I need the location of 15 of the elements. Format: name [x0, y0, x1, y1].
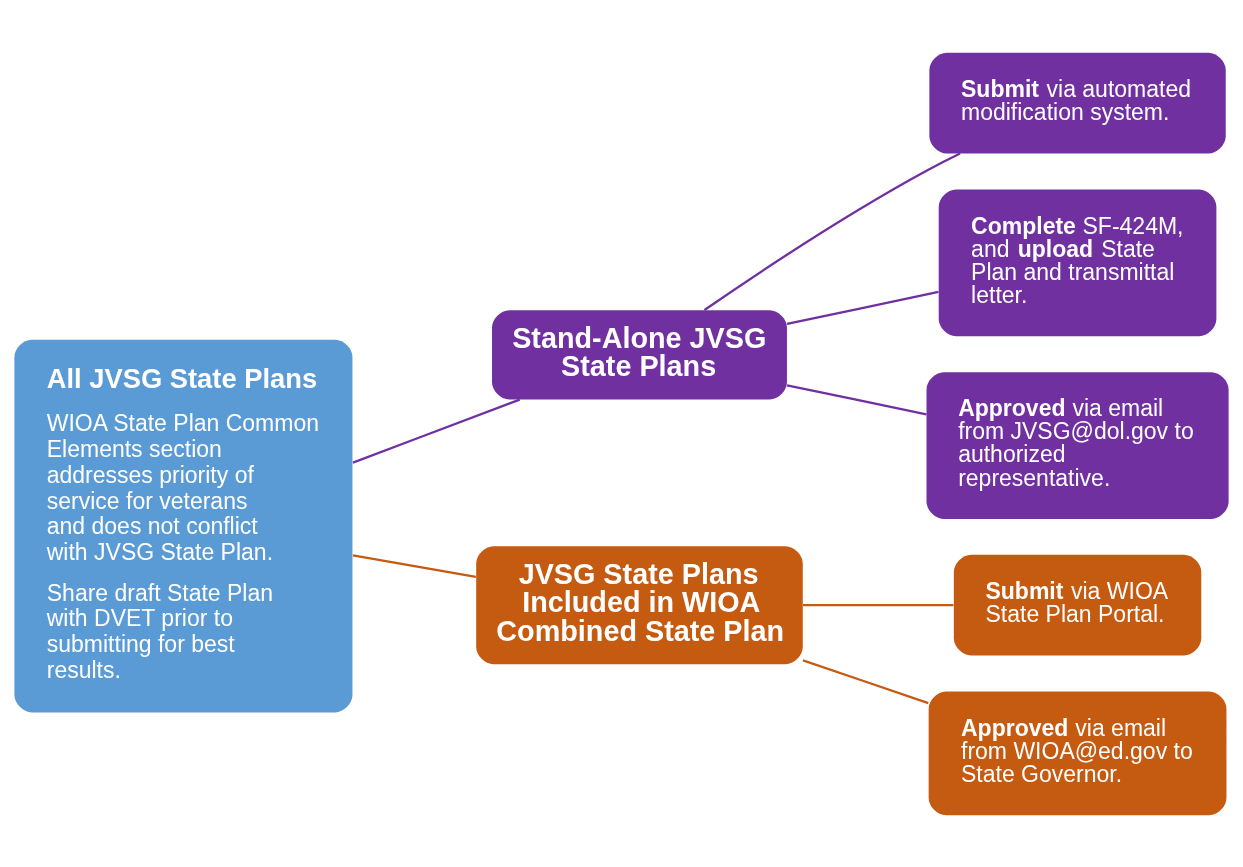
connector [802, 658, 929, 704]
connector [352, 553, 477, 578]
connector [703, 151, 961, 311]
connector [786, 290, 939, 325]
connector [352, 398, 521, 464]
node-box: Submit via WIOA State Plan Portal. [953, 554, 1202, 656]
connector [802, 603, 954, 606]
node-box: All JVSG State Plans WIOA State Plan Common Elements section addresses priority of service for veterans and does not conflict with JVSG State Plan. Share draft State Plan with DVET prior to submitting for best results. [14, 339, 353, 712]
node-box: Stand-Alone JVSG State Plans [492, 309, 787, 399]
node-box: Approved via email from JVSG@dol.gov to authorized representative. [926, 371, 1229, 519]
node-box: Complete SF-424M, and upload State Plan and transmittal letter. [938, 188, 1217, 336]
connector [786, 383, 927, 415]
node-box: Approved via email from WIOA@ed.gov to State Governor. [928, 691, 1227, 815]
node-box: Submit via automated modification system. [929, 52, 1226, 153]
node-box: JVSG State Plans Included in WIOA Combined State Plan [476, 545, 803, 664]
